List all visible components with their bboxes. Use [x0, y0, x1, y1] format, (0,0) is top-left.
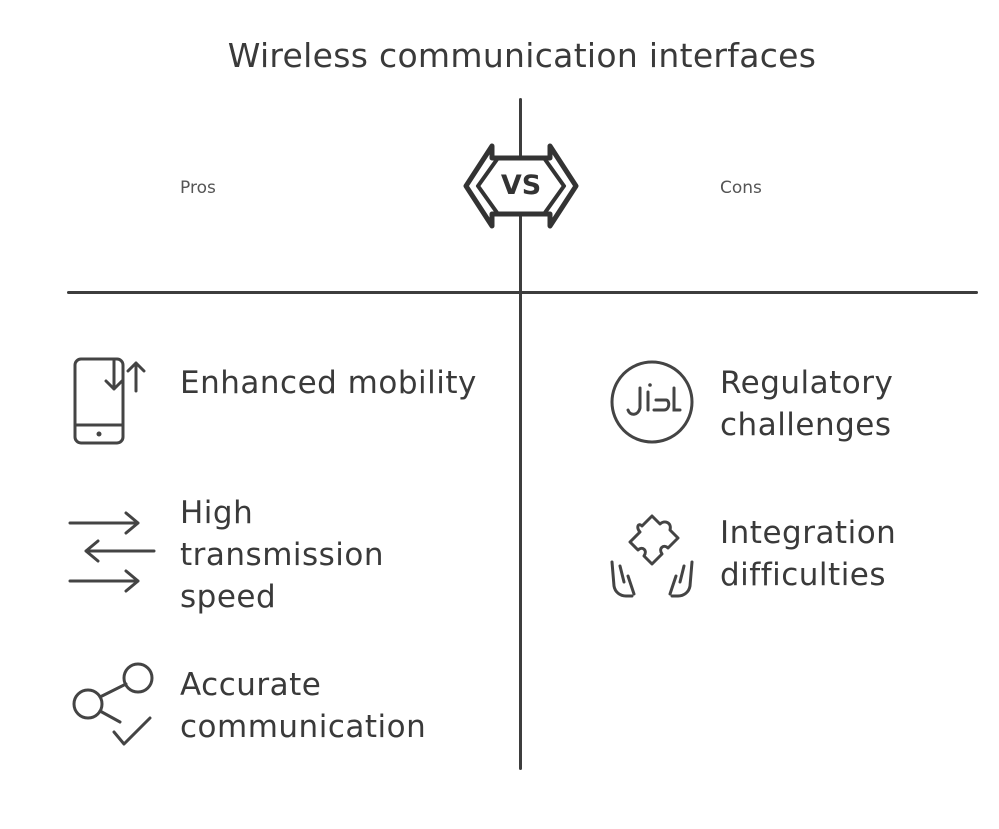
- puzzle-hands-icon: [606, 510, 698, 602]
- diagram-title: Wireless communication interfaces: [227, 36, 817, 75]
- pros-item-enhanced-mobility: Enhanced mobility: [180, 365, 477, 401]
- cons-item-integration-difficulties: Integration difficulties: [720, 515, 897, 593]
- exchange-arrows-icon: [66, 507, 158, 597]
- cons-item-regulatory-challenges: Regulatory challenges: [720, 365, 894, 443]
- pros-item-high-transmission-speed: High transmission speed: [180, 495, 385, 615]
- vs-badge-shape-icon: [463, 143, 579, 229]
- vs-label: VS: [500, 170, 542, 201]
- vertical-divider: [519, 98, 522, 770]
- cons-header: Cons: [720, 178, 762, 198]
- horizontal-divider: [67, 291, 978, 294]
- vs-badge: VS: [462, 138, 580, 234]
- mobile-transfer-icon: [70, 355, 152, 447]
- halal-seal-icon: [608, 358, 696, 446]
- share-check-icon: [68, 660, 160, 750]
- pros-header: Pros: [180, 178, 216, 198]
- pros-item-accurate-communication: Accurate communication: [180, 667, 427, 745]
